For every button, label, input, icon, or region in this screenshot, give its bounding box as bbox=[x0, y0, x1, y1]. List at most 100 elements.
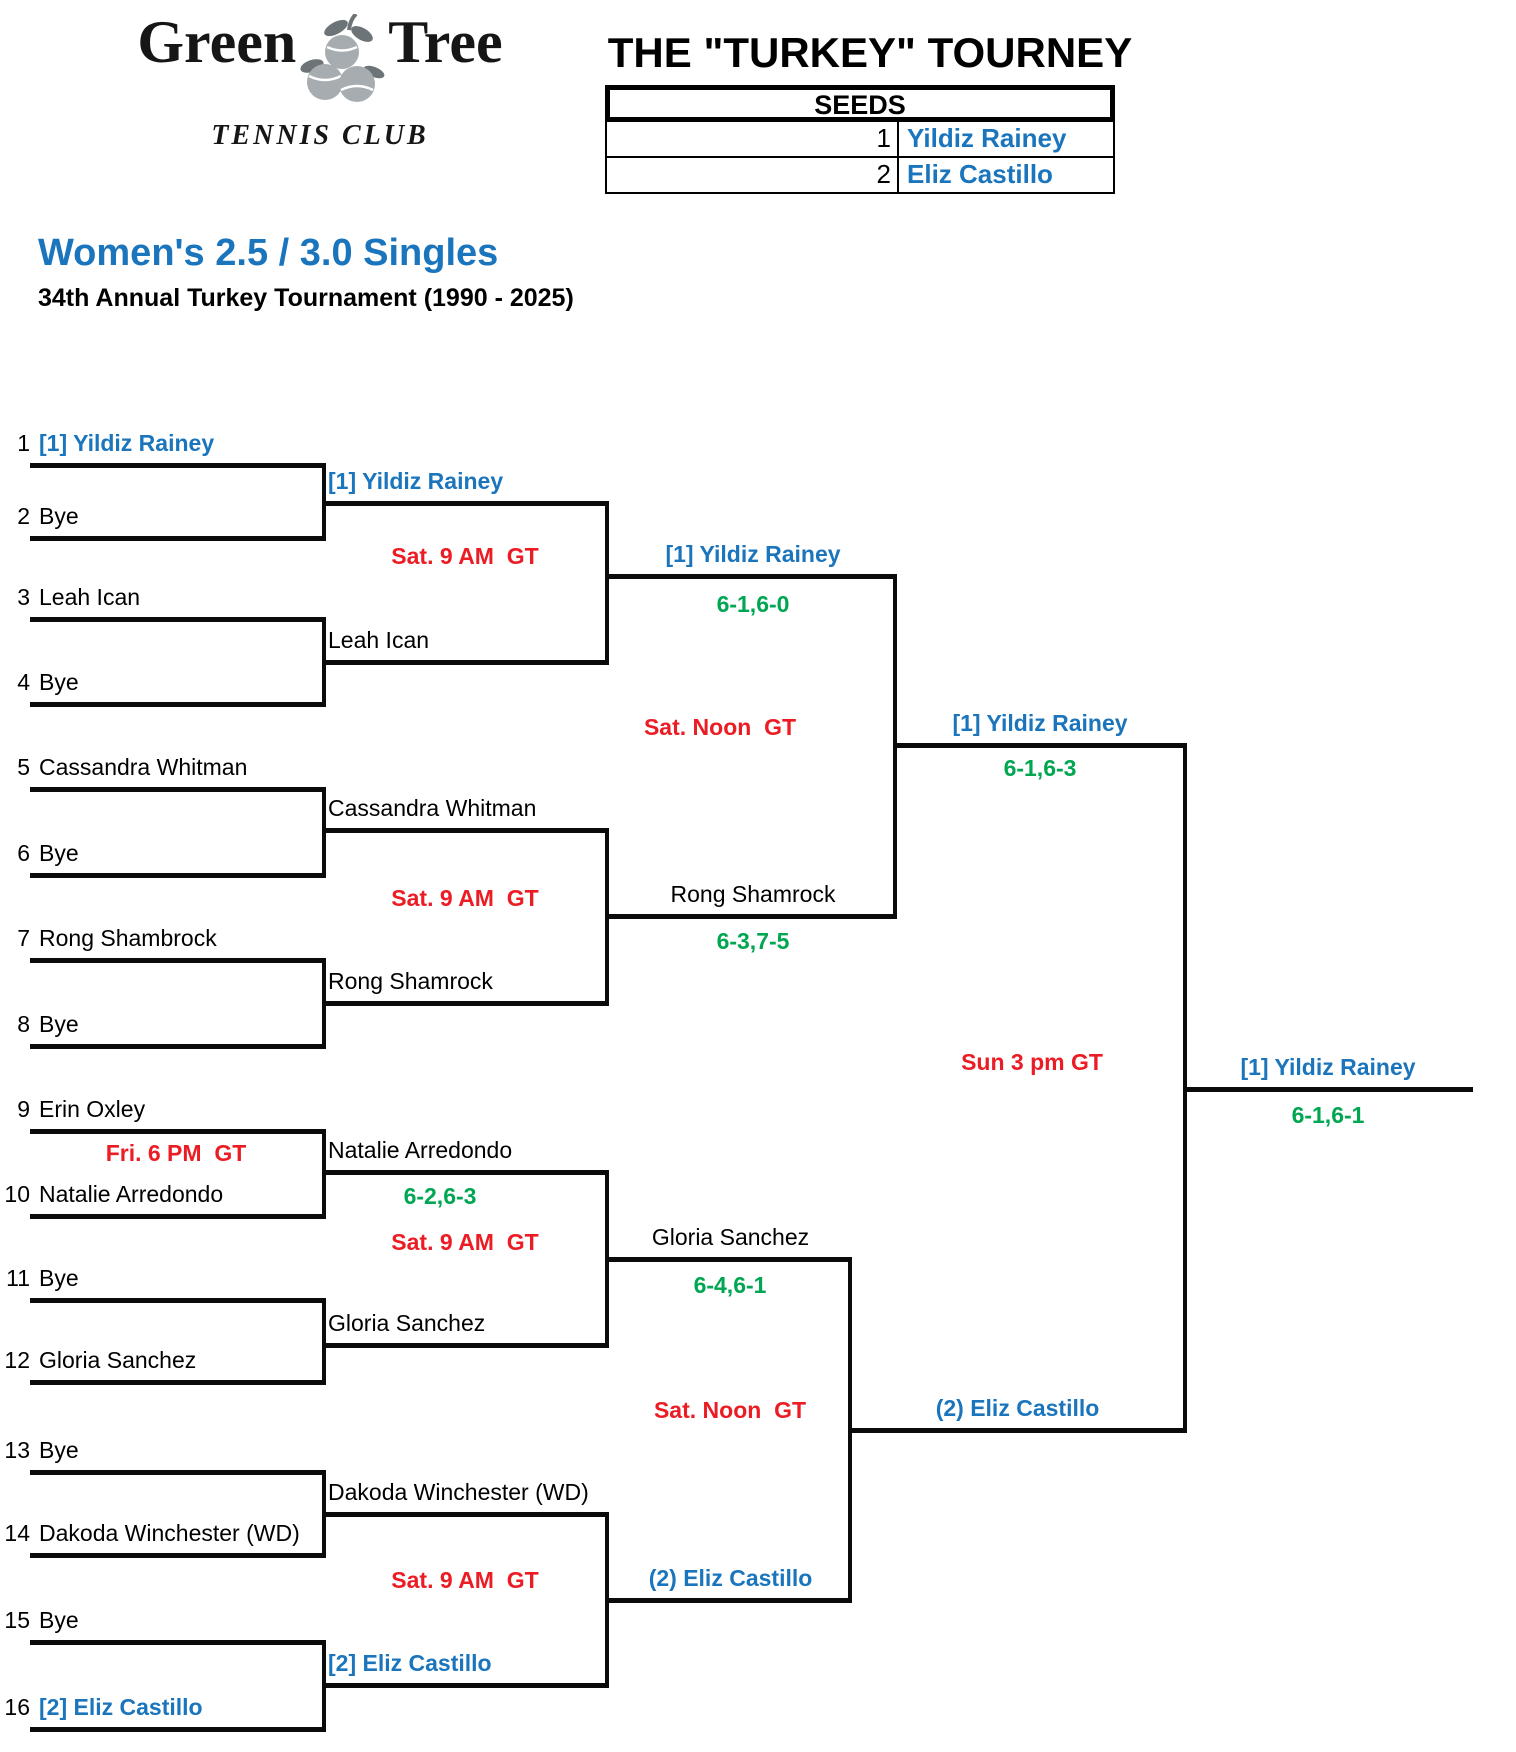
match-score: 6-1,6-1 bbox=[1291, 1102, 1365, 1128]
match-score: 6-4,6-1 bbox=[693, 1272, 767, 1298]
match-score: 6-1,6-0 bbox=[716, 591, 790, 617]
seed-number: 2 bbox=[607, 158, 899, 192]
match-schedule: Sat. 9 AM GT bbox=[391, 885, 539, 911]
slot-number: 14 bbox=[4, 1520, 30, 1546]
bracket-connector bbox=[893, 574, 897, 919]
match-schedule: Sat. 9 AM GT bbox=[391, 1567, 539, 1593]
bracket-line bbox=[30, 1214, 322, 1219]
bracket-line bbox=[30, 1470, 322, 1475]
table-row: 1 Yildiz Rainey bbox=[605, 122, 1115, 158]
player-name: Bye bbox=[39, 503, 79, 529]
slot-number: 12 bbox=[4, 1347, 30, 1373]
slot-number: 13 bbox=[4, 1437, 30, 1463]
bracket-connector bbox=[322, 1298, 326, 1385]
slot-number: 5 bbox=[17, 754, 30, 780]
bracket-line bbox=[30, 873, 322, 878]
player-name: Erin Oxley bbox=[39, 1096, 146, 1122]
seed-name: Yildiz Rainey bbox=[907, 123, 1067, 153]
match-schedule: Fri. 6 PM GT bbox=[105, 1140, 247, 1166]
bracket-line bbox=[322, 1343, 609, 1348]
player-name: Rong Shambrock bbox=[39, 925, 217, 951]
player-slot-8: 8 Bye bbox=[2, 1010, 602, 1038]
slot-number: 7 bbox=[17, 925, 30, 951]
player-slot-13: 13 Bye bbox=[2, 1436, 602, 1464]
seed-number: 1 bbox=[607, 122, 899, 156]
club-logo: Green Tree TENNIS CLUB bbox=[100, 10, 540, 152]
player-slot-9: 9 Erin Oxley bbox=[2, 1095, 602, 1123]
player-slot-1: 1[1] Yildiz Rainey bbox=[2, 429, 602, 457]
round3-winner-1: [1] Yildiz Rainey bbox=[665, 541, 841, 567]
bracket-line bbox=[322, 828, 609, 833]
bracket-connector bbox=[605, 501, 609, 665]
player-name: Dakoda Winchester (WD) bbox=[39, 1520, 300, 1546]
round4-winner-2: (2) Eliz Castillo bbox=[935, 1395, 1100, 1421]
bracket-line bbox=[322, 1170, 609, 1175]
bracket-line bbox=[30, 1380, 322, 1385]
bracket-line bbox=[322, 1001, 609, 1006]
match-score: 6-2,6-3 bbox=[403, 1183, 477, 1209]
player-name: Bye bbox=[39, 1437, 79, 1463]
round4-winner-1: [1] Yildiz Rainey bbox=[952, 710, 1128, 736]
player-slot-14: 14 Dakoda Winchester (WD) bbox=[2, 1519, 602, 1547]
player-name: Natalie Arredondo bbox=[39, 1181, 224, 1207]
player-name: Bye bbox=[39, 1011, 79, 1037]
round2-winner-7: Dakoda Winchester (WD) bbox=[328, 1479, 589, 1505]
slot-number: 9 bbox=[17, 1096, 30, 1122]
round3-winner-3: Gloria Sanchez bbox=[651, 1224, 810, 1250]
slot-number: 2 bbox=[17, 503, 30, 529]
slot-number: 3 bbox=[17, 584, 30, 610]
match-schedule: Sat. 9 AM GT bbox=[391, 543, 539, 569]
bracket-line bbox=[609, 574, 897, 579]
bracket-line bbox=[30, 617, 322, 622]
club-logo-word-right: Tree bbox=[388, 9, 503, 75]
bracket-connector bbox=[1183, 743, 1187, 1433]
bracket-connector bbox=[322, 463, 326, 541]
round2-winner-6: Gloria Sanchez bbox=[328, 1310, 486, 1336]
event-title: Women's 2.5 / 3.0 Singles bbox=[38, 232, 499, 274]
seed-name: Eliz Castillo bbox=[907, 159, 1053, 189]
bracket-connector bbox=[322, 958, 326, 1049]
table-row: 2 Eliz Castillo bbox=[605, 158, 1115, 194]
bracket-line bbox=[30, 463, 322, 468]
match-score: 6-1,6-3 bbox=[1003, 755, 1077, 781]
bracket-connector bbox=[605, 828, 609, 1006]
round2-winner-5: Natalie Arredondo bbox=[328, 1137, 513, 1163]
player-name: Leah Ican bbox=[39, 584, 141, 610]
bracket-line bbox=[30, 536, 322, 541]
match-schedule: Sat. Noon GT bbox=[643, 714, 797, 740]
match-schedule: Sat. Noon GT bbox=[653, 1397, 807, 1423]
bracket-line bbox=[609, 914, 897, 919]
round2-winner-1: [1] Yildiz Rainey bbox=[328, 468, 504, 494]
seeds-table: SEEDS 1 Yildiz Rainey 2 Eliz Castillo bbox=[605, 85, 1115, 194]
bracket-line bbox=[897, 743, 1183, 748]
bracket-line bbox=[609, 1257, 852, 1262]
bracket-line bbox=[30, 1727, 322, 1732]
round3-winner-2: Rong Shamrock bbox=[670, 881, 836, 907]
player-name: Bye bbox=[39, 840, 79, 866]
page-title: THE "TURKEY" TOURNEY bbox=[607, 29, 1133, 76]
player-name: Bye bbox=[39, 1265, 79, 1291]
bracket-connector bbox=[322, 787, 326, 878]
bracket-connector bbox=[322, 1129, 326, 1219]
seeds-table-header: SEEDS bbox=[605, 85, 1115, 122]
bracket-line bbox=[30, 702, 322, 707]
bracket-line bbox=[30, 1553, 322, 1558]
round2-winner-8: [2] Eliz Castillo bbox=[328, 1650, 492, 1676]
slot-number: 8 bbox=[17, 1011, 30, 1037]
bracket-line bbox=[322, 1512, 609, 1517]
player-name: Bye bbox=[39, 669, 79, 695]
player-name: [1] Yildiz Rainey bbox=[39, 430, 215, 456]
bracket-connector bbox=[322, 1640, 326, 1732]
bracket-line bbox=[852, 1428, 1183, 1433]
bracket-connector bbox=[322, 1470, 326, 1558]
bracket-line bbox=[322, 1683, 609, 1688]
player-slot-2: 2 Bye bbox=[2, 502, 602, 530]
player-name: [2] Eliz Castillo bbox=[39, 1694, 203, 1720]
